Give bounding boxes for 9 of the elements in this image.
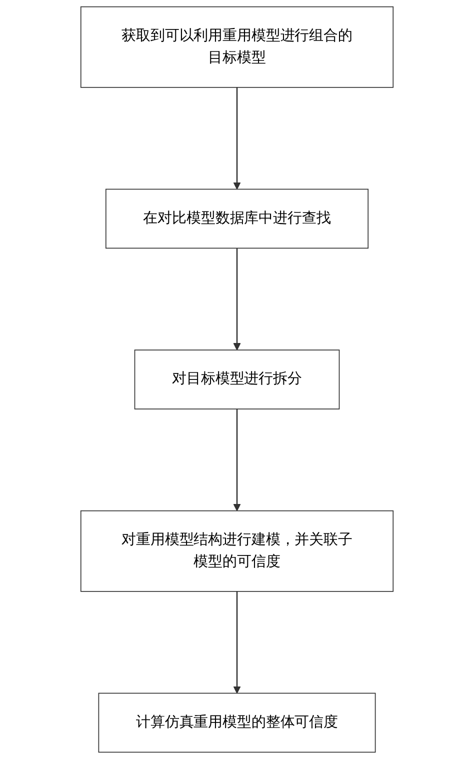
arrow <box>233 408 241 512</box>
node-box: 对目标模型进行拆分 <box>134 350 340 410</box>
node-box: 在对比模型数据库中进行查找 <box>105 188 369 249</box>
node-box: 计算仿真重用模型的整体可信度 <box>98 692 376 753</box>
node-box: 获取到可以利用重用模型进行组合的目标模型 <box>80 6 394 88</box>
arrow <box>233 248 241 350</box>
arrow <box>233 87 241 190</box>
node-box: 对重用模型结构进行建模，并关联子模型的可信度 <box>80 510 394 592</box>
arrow <box>233 591 241 694</box>
